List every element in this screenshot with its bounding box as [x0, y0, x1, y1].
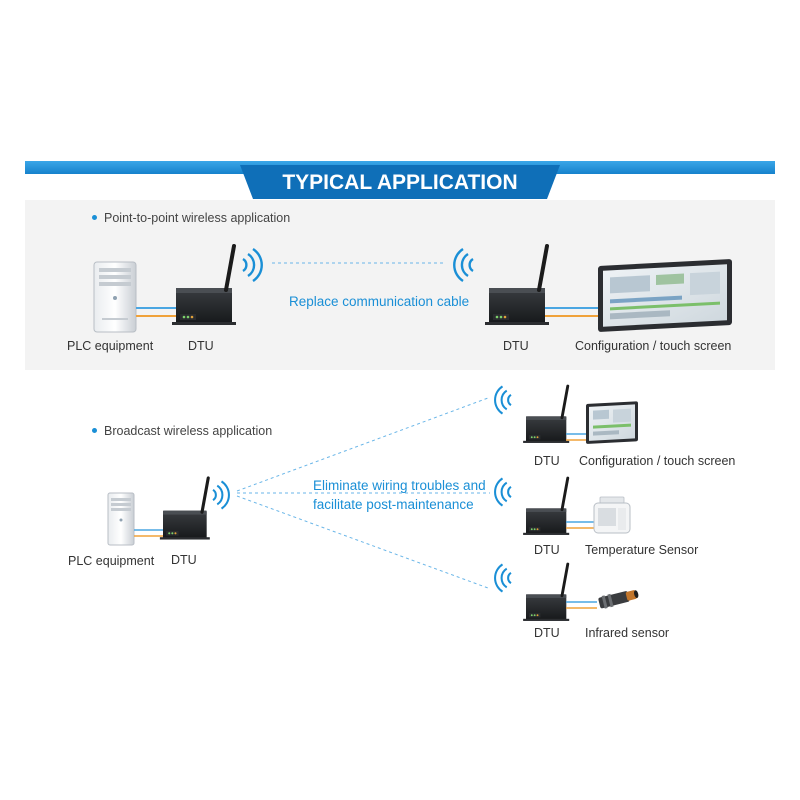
dtu-label: DTU: [534, 626, 560, 640]
point-to-point-heading: Point-to-point wireless application: [92, 211, 290, 225]
plc-equipment-label: PLC equipment: [68, 554, 155, 568]
bullet-dot: [92, 428, 97, 434]
wireless-signal-icon: [494, 563, 513, 593]
temperature-sensor-icon: [593, 496, 631, 534]
broadcast-heading-text: Broadcast wireless application: [104, 424, 273, 438]
plc-equipment-icon: [107, 492, 135, 546]
infrared-sensor-icon: [598, 590, 639, 609]
dtu-label: DTU: [188, 339, 214, 353]
link-caption: Replace communication cable: [289, 294, 470, 309]
dtu-device-icon: [521, 384, 571, 445]
dtu-label: DTU: [534, 454, 560, 468]
touch-screen-icon: [586, 401, 638, 444]
infrared-sensor-label: Infrared sensor: [585, 626, 670, 640]
plc-equipment-icon: [93, 261, 137, 333]
broadcast-link-lines: [236, 397, 490, 589]
bullet-dot: [92, 215, 97, 221]
touch-screen-label: Configuration / touch screen: [579, 454, 736, 468]
wireless-signal-icon: [211, 480, 230, 510]
wireless-signal-icon: [494, 477, 513, 507]
dtu-device-icon: [158, 476, 212, 542]
cable-plc-to-dtu: [136, 307, 176, 317]
broadcast-caption-line1: Eliminate wiring troubles and: [313, 478, 486, 493]
cable-dtu-to-device: [566, 601, 597, 609]
touch-screen-label: Configuration / touch screen: [575, 339, 732, 353]
wireless-signal-icon: [494, 385, 513, 415]
page-title: TYPICAL APPLICATION: [282, 171, 518, 194]
dtu-label: DTU: [171, 553, 197, 567]
dtu-device-icon: [521, 562, 571, 623]
broadcast-heading: Broadcast wireless application: [92, 424, 272, 438]
dtu-label: DTU: [534, 543, 560, 557]
temperature-sensor-label: Temperature Sensor: [585, 543, 699, 557]
cable-plc-to-dtu: [134, 529, 163, 537]
cable-dtu-to-screen: [545, 307, 606, 317]
dtu-device-icon: [521, 476, 571, 537]
plc-equipment-label: PLC equipment: [67, 339, 154, 353]
dtu-label: DTU: [503, 339, 529, 353]
cable-dtu-to-device: [566, 521, 596, 529]
title-banner: [25, 161, 775, 199]
point-to-point-heading-text: Point-to-point wireless application: [104, 211, 291, 225]
touch-screen-icon: [598, 259, 732, 332]
broadcast-caption-line2: facilitate post-maintenance: [313, 497, 474, 512]
